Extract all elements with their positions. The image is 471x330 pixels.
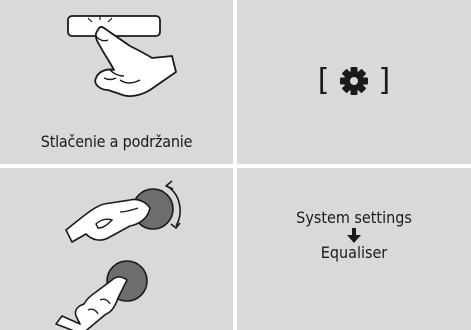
gear-icon: [339, 66, 369, 96]
menu-path-cell: System settings Equaliser: [237, 168, 471, 330]
open-bracket: [: [318, 59, 330, 103]
press-and-hold-cell: Stlačenie a podržanie: [0, 0, 233, 164]
press-and-hold-caption: Stlačenie a podržanie: [0, 132, 233, 151]
gear-button-symbol: [ ]: [237, 58, 471, 103]
menu-step-equaliser: Equaliser: [237, 244, 471, 262]
menu-path: System settings Equaliser: [237, 209, 471, 262]
turn-and-press-cell: [0, 168, 233, 330]
close-bracket: ]: [379, 59, 391, 103]
hand-turning-and-pressing-knob-icon: [0, 168, 233, 330]
menu-step-system-settings: System settings: [237, 209, 471, 227]
down-arrow-icon: [347, 228, 361, 244]
gear-cell: [ ]: [237, 0, 471, 164]
